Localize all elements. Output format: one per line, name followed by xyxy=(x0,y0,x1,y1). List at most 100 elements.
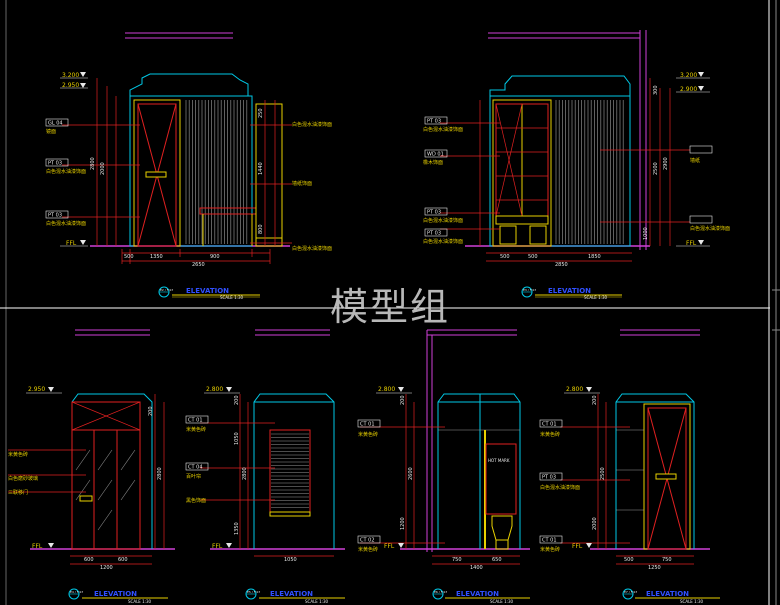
dim-label: 200 xyxy=(592,395,598,405)
material-tag-label: 黑色饰面 xyxy=(186,497,206,504)
caption-title: ELEVATION xyxy=(94,590,137,598)
caption-scale: SCALE 1:30 xyxy=(305,599,329,604)
drawing-caption: E3 / F-S7 ELEVATION SCALE 1:30 xyxy=(521,286,622,300)
dim-label: 2500 xyxy=(653,162,659,175)
dim-label: 2500 xyxy=(600,467,606,480)
dim-label: 1350 xyxy=(234,522,240,535)
level-mark: FFL xyxy=(32,543,43,550)
level-mark: FFL xyxy=(66,240,77,247)
material-tag-code: PT 03 xyxy=(48,213,62,219)
dim-label: 250 xyxy=(258,108,264,118)
drawing-caption: E4 / F-S7 ELEVATION SCALE 1:30 xyxy=(68,588,168,604)
right-note: 墙纸饰面 xyxy=(292,180,312,187)
dim-label: 1850 xyxy=(588,254,601,260)
level-mark: 2.950 xyxy=(28,386,45,393)
dim-label: 500 xyxy=(500,254,510,260)
elevation-panel-c: 2.950 FFL 米黄色砖 白色磨砂玻璃 三联移门 200 2800 600 … xyxy=(8,329,175,604)
caption-ref: E5 / F-S7 xyxy=(247,590,260,594)
caption-scale: SCALE 1:30 xyxy=(680,599,704,604)
material-tag-label: 白色混水油漆饰面 xyxy=(423,126,463,133)
dim-label: 1050 xyxy=(234,432,240,445)
dim-label: 300 xyxy=(653,85,659,95)
material-tag-code: PT 03 xyxy=(48,161,62,167)
watermark-text: 模型组 xyxy=(329,285,450,329)
caption-ref: E4 / F-S7 xyxy=(70,590,83,594)
material-tag-label: 白色磨砂玻璃 xyxy=(8,475,38,482)
right-note: 白色混水油漆饰面 xyxy=(690,225,730,232)
material-tag-label: 米黄色砖 xyxy=(358,546,378,553)
dim-label: 2600 xyxy=(408,467,414,480)
level-mark: 3.200 xyxy=(62,72,79,79)
material-tag-label: 白色混水油漆饰面 xyxy=(46,168,86,175)
dim-label: 200 xyxy=(148,406,154,416)
caption-scale: SCALE 1:30 xyxy=(220,295,244,300)
material-tag-code: PT 03 xyxy=(427,231,441,237)
caption-scale: SCALE 1:30 xyxy=(584,295,608,300)
dim-label: 200 xyxy=(400,395,406,405)
material-tag-code: GL 04 xyxy=(48,121,63,127)
level-mark: FFL xyxy=(686,240,697,247)
material-tag-code: CT 01 xyxy=(542,422,557,428)
dim-label: 1000 xyxy=(643,227,649,240)
drawing-caption: E2 / F-S7 ELEVATION SCALE 1:30 xyxy=(158,286,260,300)
level-mark: FFL xyxy=(212,543,223,550)
caption-title: ELEVATION xyxy=(548,287,591,295)
material-tag-label: 米黄色砖 xyxy=(186,426,206,433)
material-tag-label: 百叶帘 xyxy=(186,473,201,480)
material-tag-label: 米黄色砖 xyxy=(8,451,28,458)
right-note: 墙纸 xyxy=(690,157,700,164)
dim-label: 2000 xyxy=(592,517,598,530)
elevation-panel-e: HOT MARK 2.800 FFL CT 01 米黄色砖 CT 02 米黄色砖… xyxy=(357,329,530,604)
dim-label: 600 xyxy=(118,557,128,563)
dim-label: 2800 xyxy=(242,467,248,480)
caption-title: ELEVATION xyxy=(456,590,499,598)
dim-label: 2800 xyxy=(90,157,96,170)
dim-label: 1400 xyxy=(470,565,483,571)
caption-ref: E2 / F-S7 xyxy=(160,288,173,292)
dim-label: 500 xyxy=(528,254,538,260)
dim-label: 2900 xyxy=(663,157,669,170)
elevation-panel-a: 3.200 2.950 FFL GL 04 镜面 PT 03 白色混水油漆饰面 … xyxy=(45,32,332,300)
caption-ref: E7 / F-S7 xyxy=(624,590,637,594)
material-tag-label: 米黄色砖 xyxy=(358,431,378,438)
elevation-panel-b: 3.200 2.900 FFL PT 03 白色混水油漆饰面 WD 01 橡木饰… xyxy=(423,30,730,300)
dim-label: 650 xyxy=(492,557,502,563)
level-mark: 2.950 xyxy=(62,82,79,89)
drawing-caption: E7 / F-S7 ELEVATION SCALE 1:30 xyxy=(622,588,720,604)
level-mark: 2.800 xyxy=(378,386,395,393)
level-mark: FFL xyxy=(384,543,395,550)
caption-ref: E6 / F-S7 xyxy=(434,590,447,594)
dim-label: 200 xyxy=(234,395,240,405)
dim-label: 2000 xyxy=(100,162,106,175)
material-tag-label: 米黄色砖 xyxy=(540,546,560,553)
drawing-caption: E6 / F-S7 ELEVATION SCALE 1:30 xyxy=(432,588,530,604)
caption-title: ELEVATION xyxy=(270,590,313,598)
dim-label: 1440 xyxy=(258,162,264,175)
material-tag-code: CT 01 xyxy=(360,422,375,428)
level-mark: 2.800 xyxy=(206,386,223,393)
caption-ref: E3 / F-S7 xyxy=(523,288,536,292)
material-tag-label: 白色混水油漆饰面 xyxy=(423,217,463,224)
caption-scale: SCALE 1:30 xyxy=(128,599,152,604)
dim-label: 1200 xyxy=(400,517,406,530)
material-tag-code: PT 03 xyxy=(427,210,441,216)
material-tag-label: 白色混水油漆饰面 xyxy=(46,220,86,227)
material-tag-code: PT 03 xyxy=(542,475,556,481)
material-tag-code: CT 04 xyxy=(188,465,203,471)
elevation-panel-f: 2.800 FFL CT 01 米黄色砖 PT 03 白色混水油漆饰面 CT 0… xyxy=(539,329,720,604)
caption-scale: SCALE 1:30 xyxy=(490,599,514,604)
dim-label: 1250 xyxy=(648,565,661,571)
dim-label: 600 xyxy=(84,557,94,563)
caption-title: ELEVATION xyxy=(646,590,689,598)
dim-label: 750 xyxy=(662,557,672,563)
material-tag-label: 橡木饰面 xyxy=(423,159,443,166)
right-note: 白色混水油漆饰面 xyxy=(292,121,332,128)
drawing-caption: E5 / F-S7 ELEVATION SCALE 1:30 xyxy=(245,588,345,604)
dim-label: 500 xyxy=(624,557,634,563)
dim-label: 500 xyxy=(124,254,134,260)
material-tag-code: CT 02 xyxy=(360,538,375,544)
material-tag-label: 白色混水油漆饰面 xyxy=(423,238,463,245)
